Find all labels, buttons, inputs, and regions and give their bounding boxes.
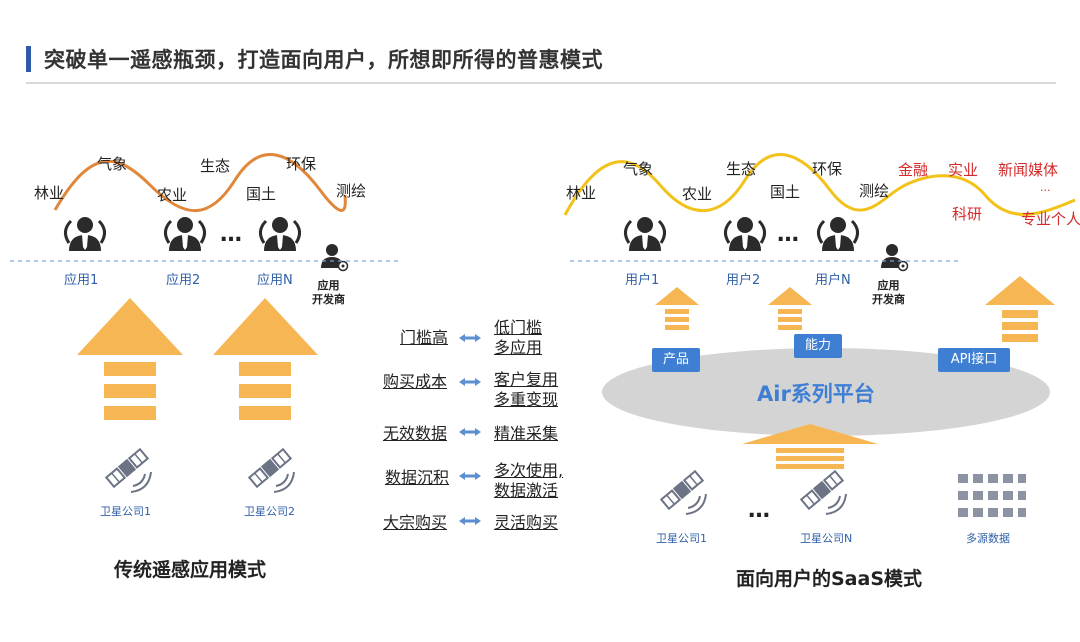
right-caption: 面向用户的SaaS模式 bbox=[736, 568, 923, 590]
app-label: 应用2 bbox=[166, 273, 201, 288]
left-caption: 传统遥感应用模式 bbox=[114, 559, 267, 581]
new-domain-label: 新闻媒体 bbox=[998, 161, 1059, 179]
new-domain-label: 科研 bbox=[952, 205, 983, 223]
satellite-label: 卫星公司1 bbox=[656, 532, 707, 545]
domain-label: 气象 bbox=[97, 155, 128, 173]
new-domain-label: 实业 bbox=[948, 161, 979, 179]
title-divider bbox=[26, 82, 1056, 84]
developer-icon bbox=[320, 243, 349, 272]
left-up-arrow-2 bbox=[213, 298, 318, 420]
domain-label: 生态 bbox=[726, 160, 757, 178]
satellite-label: 卫星公司N bbox=[800, 532, 853, 545]
developer-icon bbox=[880, 243, 909, 272]
left-domain-wave bbox=[53, 153, 347, 213]
user-icon bbox=[63, 215, 107, 253]
domain-label: 农业 bbox=[682, 185, 713, 203]
air-platform-label: Air系列平台 bbox=[757, 382, 875, 406]
user-label: 用户2 bbox=[726, 273, 761, 288]
satellite-label: 卫星公司1 bbox=[100, 505, 151, 518]
new-domain-label: 金融 bbox=[898, 161, 929, 179]
domain-label: 生态 bbox=[200, 157, 231, 175]
right-domain-wave bbox=[563, 153, 1076, 216]
right-small-arrow-2 bbox=[768, 287, 812, 330]
satellite-icon bbox=[104, 447, 152, 493]
tag-product: 产品 bbox=[652, 348, 700, 372]
double-arrow-icon bbox=[459, 517, 481, 525]
new-domain-ellipsis: ... bbox=[1040, 181, 1051, 194]
user-label: 用户1 bbox=[625, 273, 660, 288]
right-small-arrow-1 bbox=[655, 287, 699, 330]
domain-label: 林业 bbox=[566, 184, 597, 202]
domain-label: 国土 bbox=[246, 185, 277, 203]
satellite-icon bbox=[247, 447, 295, 493]
user-icon bbox=[163, 215, 207, 253]
right-arrow-api bbox=[985, 276, 1055, 342]
user-icon bbox=[258, 215, 302, 253]
domain-label: 测绘 bbox=[336, 182, 367, 200]
left-up-arrow-1 bbox=[77, 298, 183, 420]
user-label: 用户N bbox=[815, 273, 851, 288]
compare-from: 大宗购买 bbox=[383, 513, 448, 532]
compare-to: 精准采集 bbox=[494, 424, 559, 443]
compare-from: 购买成本 bbox=[383, 372, 448, 391]
compare-to: 多次使用, 数据激活 bbox=[494, 461, 564, 500]
developer-label: 应用 开发商 bbox=[872, 279, 905, 306]
title-accent-bar bbox=[26, 46, 31, 72]
right-bottom-arrow bbox=[742, 424, 878, 469]
double-arrow-icon bbox=[459, 334, 481, 342]
ellipsis: … bbox=[748, 498, 770, 523]
user-icon bbox=[816, 215, 860, 253]
satellite-icon bbox=[659, 469, 707, 515]
tag-api: API接口 bbox=[938, 348, 1010, 372]
user-icon bbox=[723, 215, 767, 253]
double-arrow-icon bbox=[459, 428, 481, 436]
domain-label: 环保 bbox=[812, 160, 843, 178]
ellipsis: … bbox=[220, 222, 242, 247]
ellipsis: … bbox=[777, 222, 799, 247]
compare-to: 客户复用 多重变现 bbox=[494, 370, 559, 409]
domain-label: 气象 bbox=[623, 160, 654, 178]
domain-label: 测绘 bbox=[859, 182, 890, 200]
multi-source-data-icon bbox=[958, 474, 1026, 517]
developer-label: 应用 开发商 bbox=[312, 279, 345, 306]
satellite-icon bbox=[799, 469, 847, 515]
tag-capability: 能力 bbox=[794, 334, 842, 358]
compare-from: 门槛高 bbox=[400, 328, 449, 347]
multi-source-label: 多源数据 bbox=[966, 532, 1010, 545]
double-arrow-icon bbox=[459, 378, 481, 386]
compare-to: 低门槛 多应用 bbox=[494, 318, 543, 357]
page-title: 突破单一遥感瓶颈，打造面向用户，所想即所得的普惠模式 bbox=[44, 48, 603, 72]
user-icon bbox=[623, 215, 667, 253]
domain-label: 环保 bbox=[286, 155, 317, 173]
app-label: 应用N bbox=[257, 273, 293, 288]
app-label: 应用1 bbox=[64, 273, 99, 288]
double-arrow-icon bbox=[459, 472, 481, 480]
compare-from: 数据沉积 bbox=[385, 468, 450, 487]
compare-to: 灵活购买 bbox=[494, 513, 559, 532]
new-domain-label: 专业个人 bbox=[1021, 210, 1080, 228]
domain-label: 农业 bbox=[157, 186, 188, 204]
compare-from: 无效数据 bbox=[383, 424, 448, 443]
satellite-label: 卫星公司2 bbox=[244, 505, 295, 518]
domain-label: 林业 bbox=[34, 184, 65, 202]
domain-label: 国土 bbox=[770, 183, 801, 201]
